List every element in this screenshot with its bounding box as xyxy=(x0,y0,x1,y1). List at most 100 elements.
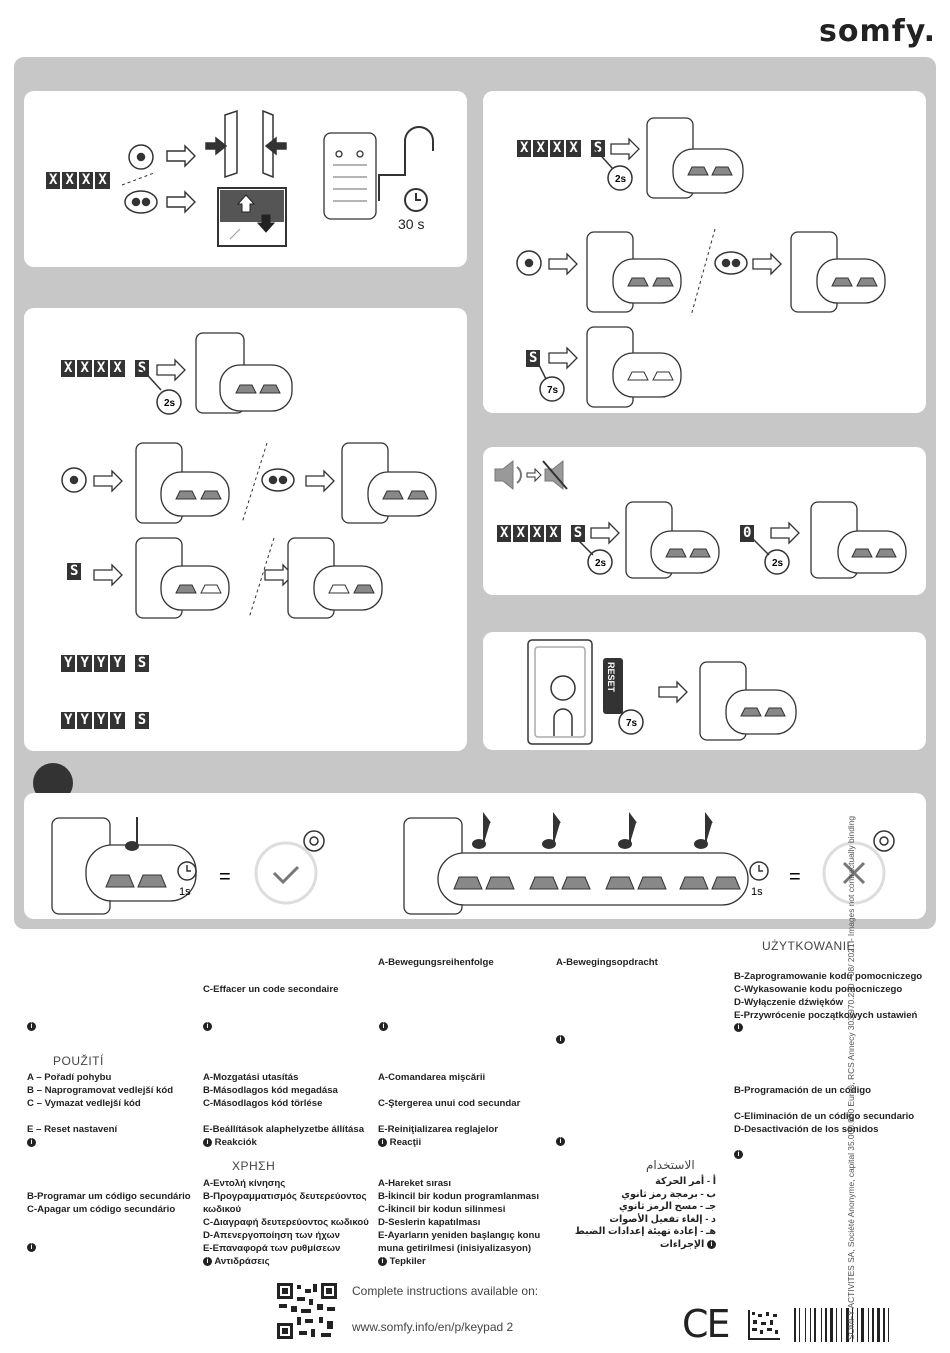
text-line: A-Comandarea mişcării xyxy=(378,1072,486,1083)
delete-code-diagram: 2s 7s xyxy=(516,117,886,408)
text-line: C-Διαγραφή δευτερεύοντος κωδικού xyxy=(203,1217,369,1228)
text-line: E-Beállítások alaphelyzetbe állítása xyxy=(203,1124,365,1135)
reset-diagram: RESET 7s xyxy=(527,639,797,745)
info-icon: i xyxy=(203,1137,212,1147)
code-s: S xyxy=(526,350,542,367)
info-icon: i xyxy=(734,1023,743,1032)
timer-30s: 30 s xyxy=(398,216,424,232)
timer-2s: 2s xyxy=(164,398,176,409)
text-line: D-Desactivación de los sonidos xyxy=(734,1124,879,1135)
info-icon: i xyxy=(27,1022,36,1031)
text-line: D-Wyłączenie dźwięków xyxy=(734,997,844,1008)
header-pouziti: POUŽITÍ xyxy=(53,1054,104,1068)
music-note-icon xyxy=(125,817,139,851)
led-indicator xyxy=(105,874,167,888)
reactions-diagram: 1s = 1s = xyxy=(51,812,895,915)
code-s: S xyxy=(67,563,83,580)
double-button-icon xyxy=(714,251,748,275)
shutter-icon xyxy=(217,187,287,247)
timer-1s: 1s xyxy=(751,886,763,898)
speaker-on-icon xyxy=(494,459,522,491)
text-line: muna getirilmesi (inisiyalizasyon) xyxy=(378,1243,532,1254)
hourglass-icon xyxy=(612,703,644,735)
unlock-icon xyxy=(378,126,434,212)
reset-button xyxy=(603,658,623,714)
led-bubble xyxy=(650,530,907,574)
text-line: أ - أمر الحركة xyxy=(655,1176,716,1187)
keypad-icon xyxy=(323,132,377,220)
cross-icon xyxy=(842,861,866,885)
text-line: هـ - إعادة تهيئة إعدادات الضبط xyxy=(574,1226,716,1238)
instructions-url[interactable]: www.somfy.info/en/p/keypad 2 xyxy=(352,1320,514,1334)
text-line: E-Επαναφορά των ρυθμίσεων xyxy=(203,1243,341,1254)
text-line: A-Bewegingsopdracht xyxy=(556,957,658,968)
info-icon: i xyxy=(707,1239,716,1249)
header-uzytkowanie: UŻYTKOWANIE xyxy=(762,939,856,953)
gear-icon xyxy=(873,830,895,852)
text-line: C-Wykasowanie kodu pomocniczego xyxy=(734,984,903,995)
led-indicator xyxy=(627,166,878,381)
keypad-back-icon xyxy=(527,639,593,745)
instructions-text: Complete instructions available on: xyxy=(352,1284,539,1298)
double-button-icon xyxy=(124,190,158,214)
single-button-icon xyxy=(128,144,154,170)
text-line: i Tepkiler xyxy=(378,1256,426,1269)
header-chrisi: ΧΡΗΣΗ xyxy=(232,1159,276,1173)
arrow-right-icon xyxy=(166,144,196,214)
arrow-right-icon xyxy=(658,680,688,704)
movement-diagram: 30 s xyxy=(121,109,434,247)
text-line: C-Eliminación de un código secundario xyxy=(734,1111,915,1122)
info-icon: i xyxy=(378,1256,387,1266)
text-line: C-Apagar um código secundário xyxy=(27,1204,176,1215)
info-icon: i xyxy=(556,1035,565,1044)
text-line: A-Hareket sırası xyxy=(378,1178,452,1189)
info-icon: i xyxy=(203,1256,212,1266)
arrow-right-icon xyxy=(93,563,123,587)
text-line: B-Programar um código secundário xyxy=(27,1191,191,1202)
text-line: D-Απενεργοποίηση των ήχων xyxy=(203,1230,340,1241)
info-icon: i xyxy=(556,1137,565,1146)
equals-sign: = xyxy=(789,866,801,888)
reset-label: RESET xyxy=(606,662,616,693)
text-line: i الإجراءات xyxy=(560,1239,716,1252)
gate-open-icon xyxy=(205,109,287,179)
sound-off-diagram: 2s 2s xyxy=(494,459,907,579)
text-line: κωδικού xyxy=(203,1204,242,1215)
info-icon: i xyxy=(27,1243,36,1252)
arrow-right-icon xyxy=(590,521,620,545)
text-line: i Reakciók xyxy=(203,1137,257,1150)
barcode xyxy=(794,1308,889,1342)
text-line: C-Másodlagos kód törlése xyxy=(203,1098,323,1109)
datamatrix-code xyxy=(748,1310,780,1340)
text-line: E-Przywrócenie początkowych ustawień xyxy=(734,1010,918,1021)
timer-7s: 7s xyxy=(547,385,559,396)
led-bubble xyxy=(160,364,437,611)
hourglass-icon xyxy=(140,367,182,415)
hourglass-icon xyxy=(537,148,633,402)
timer-1s: 1s xyxy=(179,886,191,898)
legal-side-text: SOMFY ACTIVITES SA, Société Anonyme, cap… xyxy=(846,815,856,1340)
arrow-right-icon xyxy=(770,521,800,545)
text-line: B – Naprogramovat vedlejší kód xyxy=(27,1085,174,1096)
arrow-right-icon xyxy=(93,469,123,493)
code-zero: 0 xyxy=(740,525,756,542)
led-indicator xyxy=(453,876,741,890)
led-bubble xyxy=(725,689,797,735)
text-line: A-Bewegungsreihenfolge xyxy=(378,957,494,968)
arrow-right-icon xyxy=(548,346,578,370)
arrow-right-icon xyxy=(548,252,578,276)
single-button-icon xyxy=(516,250,542,276)
text-line: C-Effacer un code secondaire xyxy=(203,984,339,995)
text-line: C – Vymazat vedlejší kód xyxy=(27,1098,141,1109)
text-line: D-Seslerin kapatılması xyxy=(378,1217,481,1228)
text-line: i Reacţii xyxy=(378,1137,421,1150)
text-line: A – Pořadí pohybu xyxy=(27,1072,112,1083)
text-line: C-İkincil bir kodun silinmesi xyxy=(378,1204,506,1215)
timer-2s: 2s xyxy=(595,558,607,569)
